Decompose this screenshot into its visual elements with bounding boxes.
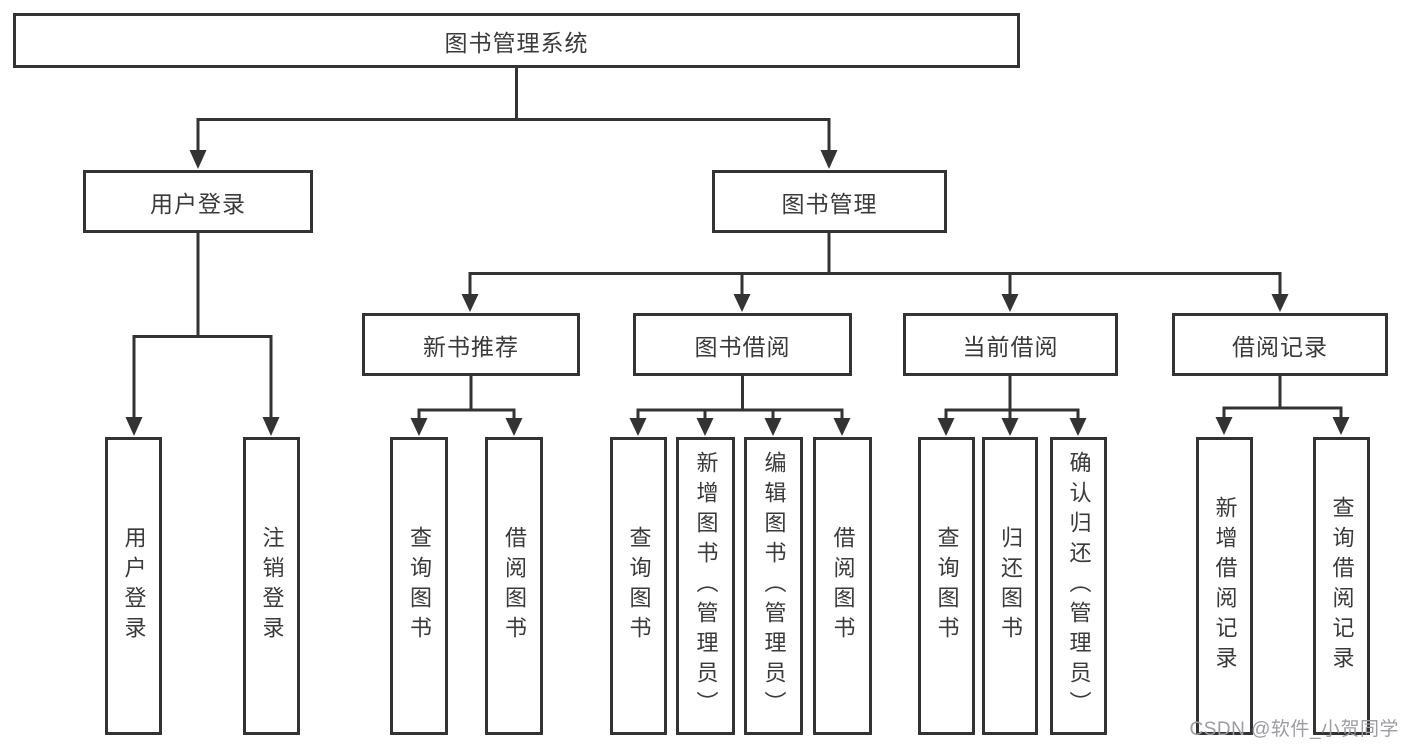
node-borrow-books-2: 借阅图书	[813, 437, 872, 735]
arrowhead-icon	[189, 150, 207, 169]
arrowhead-icon	[1069, 418, 1087, 436]
node-current-borrow: 当前借阅	[903, 313, 1118, 376]
node-logout-action: 注销登录	[243, 437, 300, 735]
arrowhead-icon	[833, 418, 851, 436]
node-add-books-admin: 新增图书（管理员）	[676, 437, 735, 735]
node-query-books: 查询图书	[390, 437, 448, 735]
arrowhead-icon	[1001, 418, 1019, 436]
node-borrow-books: 借阅图书	[485, 437, 543, 735]
arrowhead-icon	[764, 418, 782, 436]
node-query-books-2: 查询图书	[610, 437, 667, 735]
node-borrow-records: 借阅记录	[1172, 313, 1388, 376]
node-return-books: 归还图书	[982, 437, 1038, 735]
node-login-action: 用户登录	[105, 437, 162, 735]
arrowhead-icon	[696, 418, 714, 436]
arrowhead-icon	[1215, 417, 1233, 435]
arrowhead-icon	[629, 418, 647, 436]
node-new-book-recommend: 新书推荐	[362, 313, 580, 376]
arrowhead-icon	[733, 294, 751, 312]
node-query-books-3: 查询图书	[918, 437, 975, 735]
arrowhead-icon	[1271, 294, 1289, 312]
node-book-borrow: 图书借阅	[633, 313, 852, 376]
node-confirm-return-admin: 确认归还（管理员）	[1050, 437, 1107, 735]
node-edit-books-admin: 编辑图书（管理员）	[744, 437, 803, 735]
node-add-borrow-record: 新增借阅记录	[1196, 437, 1253, 735]
arrowhead-icon	[505, 418, 523, 436]
arrowhead-icon	[1001, 294, 1019, 312]
node-library-system: 图书管理系统	[13, 13, 1020, 68]
arrowhead-icon	[125, 417, 143, 436]
watermark: CSDN @软件_小贺同学	[1189, 719, 1399, 740]
arrowhead-icon	[937, 418, 955, 436]
node-user-login: 用户登录	[83, 170, 313, 233]
arrowhead-icon	[262, 417, 280, 436]
arrowhead-icon	[461, 294, 479, 312]
arrowhead-icon	[820, 150, 838, 169]
node-book-management: 图书管理	[712, 170, 947, 233]
arrowhead-icon	[1332, 417, 1350, 435]
arrowhead-icon	[410, 418, 428, 436]
node-query-borrow-record: 查询借阅记录	[1313, 437, 1370, 735]
